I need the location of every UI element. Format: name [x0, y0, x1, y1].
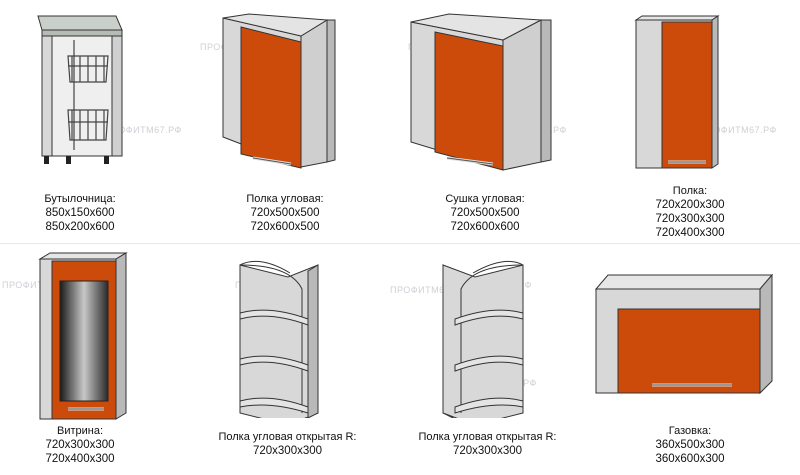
watermark: ПРОФИТМ67.РФ: [390, 285, 467, 295]
product-size: 720х400х300: [655, 227, 725, 239]
product-title: Полка угловая:: [246, 193, 324, 205]
product-size: 360х500х300: [655, 439, 725, 451]
product-size: 720х400х300: [45, 453, 115, 465]
product-size: 720х500х500: [250, 207, 320, 219]
open-corner-shelf-illustration: [239, 260, 319, 418]
row-divider: [0, 243, 800, 244]
product-caption: Витрина: 720х300х300 720х400х300: [20, 424, 140, 466]
gas-cabinet-illustration: [594, 273, 774, 395]
product-size: 720х300х300: [252, 445, 323, 457]
product-size: 850х200х600: [45, 221, 115, 233]
product-title: Сушка угловая:: [445, 193, 525, 205]
product-card-open-corner-shelf-r[interactable]: Полка угловая открытая R: 720х300х300: [200, 243, 400, 475]
product-title: Полка угловая открытая R:: [418, 431, 557, 443]
product-caption: Полка угловая открытая R: 720х300х300: [205, 430, 370, 458]
product-title: Газовка:: [668, 425, 712, 437]
product-size: 720х600х600: [450, 221, 520, 233]
product-size: 720х300х300: [45, 439, 115, 451]
product-size: 850х150х600: [45, 207, 115, 219]
open-corner-shelf-illustration: [442, 260, 524, 418]
product-size: 720х600х500: [250, 221, 320, 233]
product-caption: Полка угловая: 720х500х500 720х600х500: [210, 192, 360, 234]
product-card-open-corner-shelf-r-2[interactable]: Полка угловая открытая R: 720х300х300: [400, 243, 600, 475]
product-title: Полка угловая открытая R:: [218, 431, 357, 443]
corner-shelf-illustration: [222, 13, 336, 169]
product-size: 720х200х300: [655, 199, 725, 211]
product-size: 360х600х300: [655, 453, 725, 465]
product-caption: Полка: 720х200х300 720х300х300 720х400х3…: [630, 184, 750, 240]
product-title: Витрина:: [56, 425, 104, 437]
corner-dryer-illustration: [410, 13, 552, 171]
product-caption: Бутылочница: 850х150х600 850х200х600: [10, 192, 150, 234]
product-title: Полка:: [672, 185, 708, 197]
product-caption: Газовка: 360х500х300 360х600х300: [630, 424, 750, 466]
product-card-shelf[interactable]: Полка: 720х200х300 720х300х300 720х400х3…: [600, 0, 800, 243]
product-card-corner-shelf[interactable]: Полка угловая: 720х500х500 720х600х500: [200, 0, 400, 243]
product-card-bottle-rack[interactable]: Бутылочница: 850х150х600 850х200х600: [0, 0, 200, 243]
product-size: 720х500х500: [450, 207, 520, 219]
watermark: ПРОФИТМ67.РФ: [700, 125, 777, 135]
product-card-corner-dryer[interactable]: Сушка угловая: 720х500х500 720х600х600: [400, 0, 600, 243]
bottle-rack-illustration: [37, 15, 123, 164]
product-caption: Сушка угловая: 720х500х500 720х600х600: [410, 192, 560, 234]
product-card-display-cabinet[interactable]: Витрина: 720х300х300 720х400х300: [0, 243, 200, 475]
product-card-gas-cabinet[interactable]: Газовка: 360х500х300 360х600х300: [594, 243, 800, 475]
watermark: ПРОФИТМ67.РФ: [105, 125, 182, 135]
product-size: 720х300х300: [655, 213, 725, 225]
shelf-illustration: [634, 15, 720, 169]
product-size: 720х300х300: [452, 445, 523, 457]
product-caption: Полка угловая открытая R: 720х300х300: [405, 430, 570, 458]
product-title: Бутылочница:: [44, 193, 116, 205]
display-cabinet-illustration: [38, 252, 128, 420]
